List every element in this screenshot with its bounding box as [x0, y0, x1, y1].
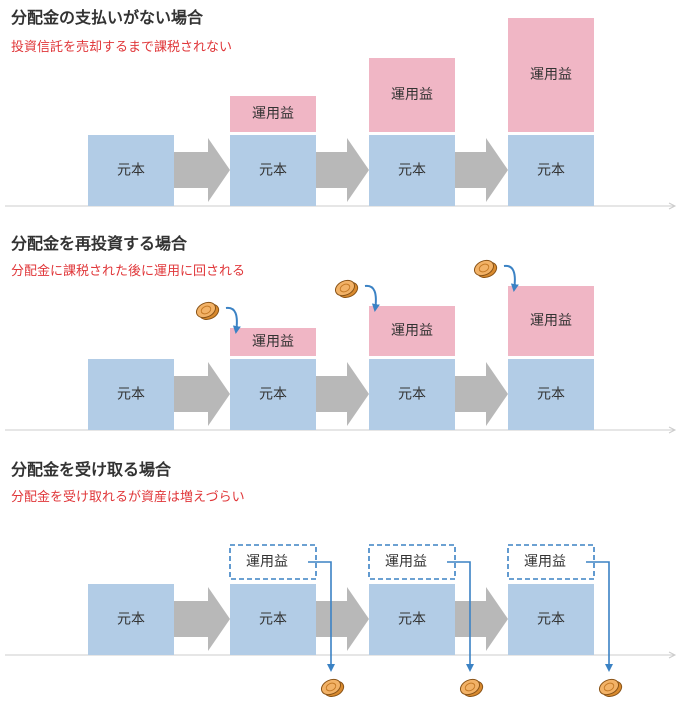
coin-icon — [195, 301, 220, 320]
section-1-principal-3-label: 元本 — [398, 163, 426, 179]
section-3-principal-1-label: 元本 — [117, 612, 145, 628]
section-3-axis-arrow — [668, 651, 677, 659]
section-2-returns-1 — [230, 328, 316, 356]
section-3-principal-4-label: 元本 — [537, 612, 565, 628]
section-3-returns-dashed-3 — [507, 544, 595, 580]
section-2-subtitle: 分配金に課税された後に運用に回される — [11, 264, 246, 279]
section-2-principal-2 — [230, 359, 316, 430]
section-1-principal-2 — [230, 135, 316, 206]
section-3-returns-label-3: 運用益 — [524, 554, 566, 570]
section-2-principal-2-label: 元本 — [259, 387, 287, 403]
coin-icon — [473, 259, 498, 278]
section-2-principal-1 — [88, 359, 174, 430]
section-3-principal-2-label: 元本 — [259, 612, 287, 628]
section-1-flow-arrow-1 — [174, 138, 230, 202]
coin-icon — [320, 678, 345, 697]
section-1-principal-2-label: 元本 — [259, 163, 287, 179]
section-2-returns-2-label: 運用益 — [391, 323, 433, 339]
section-2-returns-3 — [508, 286, 594, 356]
reinvest-curved-arrow-icon — [503, 264, 519, 292]
section-2-returns-2 — [369, 306, 455, 356]
section-2-title: 分配金を再投資する場合 — [11, 234, 188, 253]
section-2-principal-3-label: 元本 — [398, 387, 426, 403]
section-1-returns-2-label: 運用益 — [391, 87, 433, 103]
section-2-principal-4-label: 元本 — [537, 387, 565, 403]
section-3-returns-dashed-1 — [229, 544, 317, 580]
coin-icon — [334, 279, 359, 298]
section-1-axis-arrow — [668, 202, 677, 210]
section-3-flow-arrow-3 — [455, 587, 508, 651]
section-3-principal-4 — [508, 584, 594, 655]
section-3-subtitle: 分配金を受け取れるが資産は増えづらい — [11, 490, 245, 505]
section-3-flow-arrow-1 — [174, 587, 230, 651]
reinvest-curved-arrow-icon — [225, 306, 241, 334]
section-2-flow-arrow-2 — [316, 362, 369, 426]
section-3-payout-arrow-1 — [308, 561, 335, 672]
section-2-returns-1-label: 運用益 — [252, 334, 294, 350]
section-3-returns-label-2: 運用益 — [385, 554, 427, 570]
section-3-principal-2 — [230, 584, 316, 655]
section-2-axis-arrow — [668, 426, 677, 434]
section-1-principal-1-label: 元本 — [117, 163, 145, 179]
coin-icon — [598, 678, 623, 697]
coin-icon — [459, 678, 484, 697]
section-2-principal-4 — [508, 359, 594, 430]
section-3-payout-arrow-2 — [447, 561, 474, 672]
reinvest-curved-arrow-icon — [364, 284, 380, 312]
section-1-subtitle: 投資信託を売却するまで課税されない — [11, 40, 233, 55]
section-1-flow-arrow-3 — [455, 138, 508, 202]
section-3-principal-3 — [369, 584, 455, 655]
section-2-returns-3-label: 運用益 — [530, 313, 572, 329]
section-3-principal-3-label: 元本 — [398, 612, 426, 628]
section-1-returns-3-label: 運用益 — [530, 67, 572, 83]
section-1-principal-4 — [508, 135, 594, 206]
section-1-title: 分配金の支払いがない場合 — [11, 8, 204, 27]
section-2-principal-1-label: 元本 — [117, 387, 145, 403]
section-2-principal-3 — [369, 359, 455, 430]
section-3-flow-arrow-2 — [316, 587, 369, 651]
section-1-returns-1 — [230, 96, 316, 132]
section-1-returns-3 — [508, 18, 594, 132]
section-1-principal-3 — [369, 135, 455, 206]
section-3-returns-label-1: 運用益 — [246, 554, 288, 570]
section-1-principal-4-label: 元本 — [537, 163, 565, 179]
section-1-flow-arrow-2 — [316, 138, 369, 202]
section-2-flow-arrow-1 — [174, 362, 230, 426]
section-3-principal-1 — [88, 584, 174, 655]
section-3-payout-arrow-3 — [586, 561, 613, 672]
section-3-returns-dashed-2 — [368, 544, 456, 580]
section-2-flow-arrow-3 — [455, 362, 508, 426]
section-1-principal-1 — [88, 135, 174, 206]
section-1-returns-1-label: 運用益 — [252, 106, 294, 122]
section-3-title: 分配金を受け取る場合 — [11, 460, 172, 479]
section-1-returns-2 — [369, 58, 455, 132]
